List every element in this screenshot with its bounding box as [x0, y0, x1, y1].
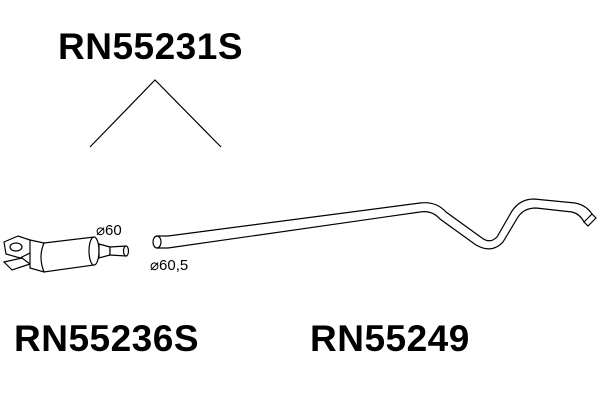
- mount-bracket: [2, 257, 32, 271]
- rear-pipe-upper-edge: [167, 198, 593, 242]
- rear-inlet-end: [152, 235, 162, 249]
- front-part-number: RN55236S: [14, 318, 200, 359]
- outlet-diameter-label: ⌀60,5: [150, 257, 189, 274]
- tail-flare: [583, 213, 597, 227]
- rear-pipe-part: [152, 198, 597, 250]
- inlet-diameter-label: ⌀60: [96, 222, 122, 239]
- rear-pipe-lower-edge: [167, 207, 585, 250]
- rear-part-number: RN55249: [310, 318, 470, 359]
- front-pipe-part: [2, 235, 130, 273]
- assembly-bracket: [89, 79, 222, 148]
- assembly-part-number: RN55231S: [58, 26, 244, 67]
